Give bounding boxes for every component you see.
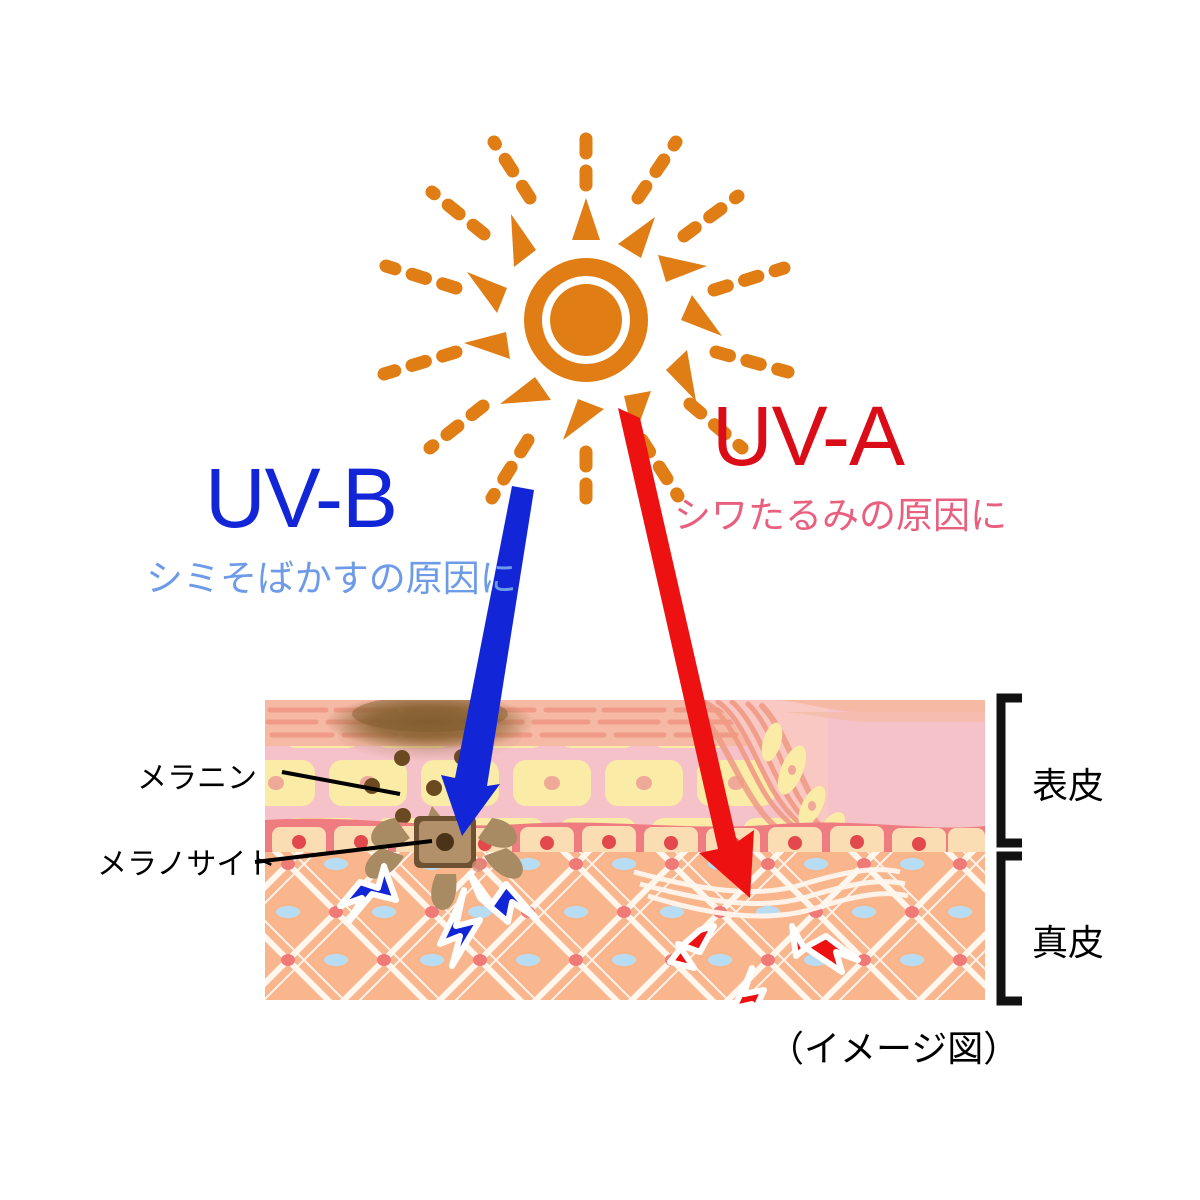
uvb-subtitle: シミそばかすの原因に bbox=[146, 558, 517, 599]
melanin-leader bbox=[281, 770, 401, 796]
uvb-bolt-center bbox=[437, 887, 483, 969]
uvb-damage-bolts bbox=[337, 863, 539, 969]
uva-arrow bbox=[618, 408, 754, 898]
uva-bolt-left bbox=[667, 923, 717, 971]
uvb-arrow bbox=[441, 486, 534, 836]
uva-title: UV-A bbox=[712, 389, 905, 483]
uva-damage-bolts bbox=[667, 923, 861, 1033]
uvb-title: UV-B bbox=[205, 451, 398, 545]
epidermis-label: 表皮 bbox=[1032, 765, 1105, 806]
dermis-label: 真皮 bbox=[1032, 922, 1105, 963]
melanocyte-label: メラノサイト bbox=[97, 848, 277, 881]
melanocyte-leader bbox=[254, 839, 433, 864]
uvb-bolt-right bbox=[467, 871, 539, 925]
epidermis-bracket bbox=[996, 693, 1022, 848]
image-caption: （イメージ図） bbox=[768, 1028, 1020, 1069]
dermis-bracket bbox=[996, 851, 1022, 1006]
sun-icon bbox=[377, 118, 795, 523]
melanin-label: メラニン bbox=[137, 762, 257, 795]
uva-bolt-center bbox=[731, 965, 767, 1033]
skin-cross-section bbox=[265, 700, 985, 1000]
uvb-bolt-left bbox=[337, 863, 399, 923]
callout-leaders bbox=[254, 770, 433, 864]
layer-brackets bbox=[996, 693, 1022, 1006]
uva-subtitle: シワたるみの原因に bbox=[674, 495, 1007, 536]
uva-bolt-right bbox=[789, 923, 861, 975]
